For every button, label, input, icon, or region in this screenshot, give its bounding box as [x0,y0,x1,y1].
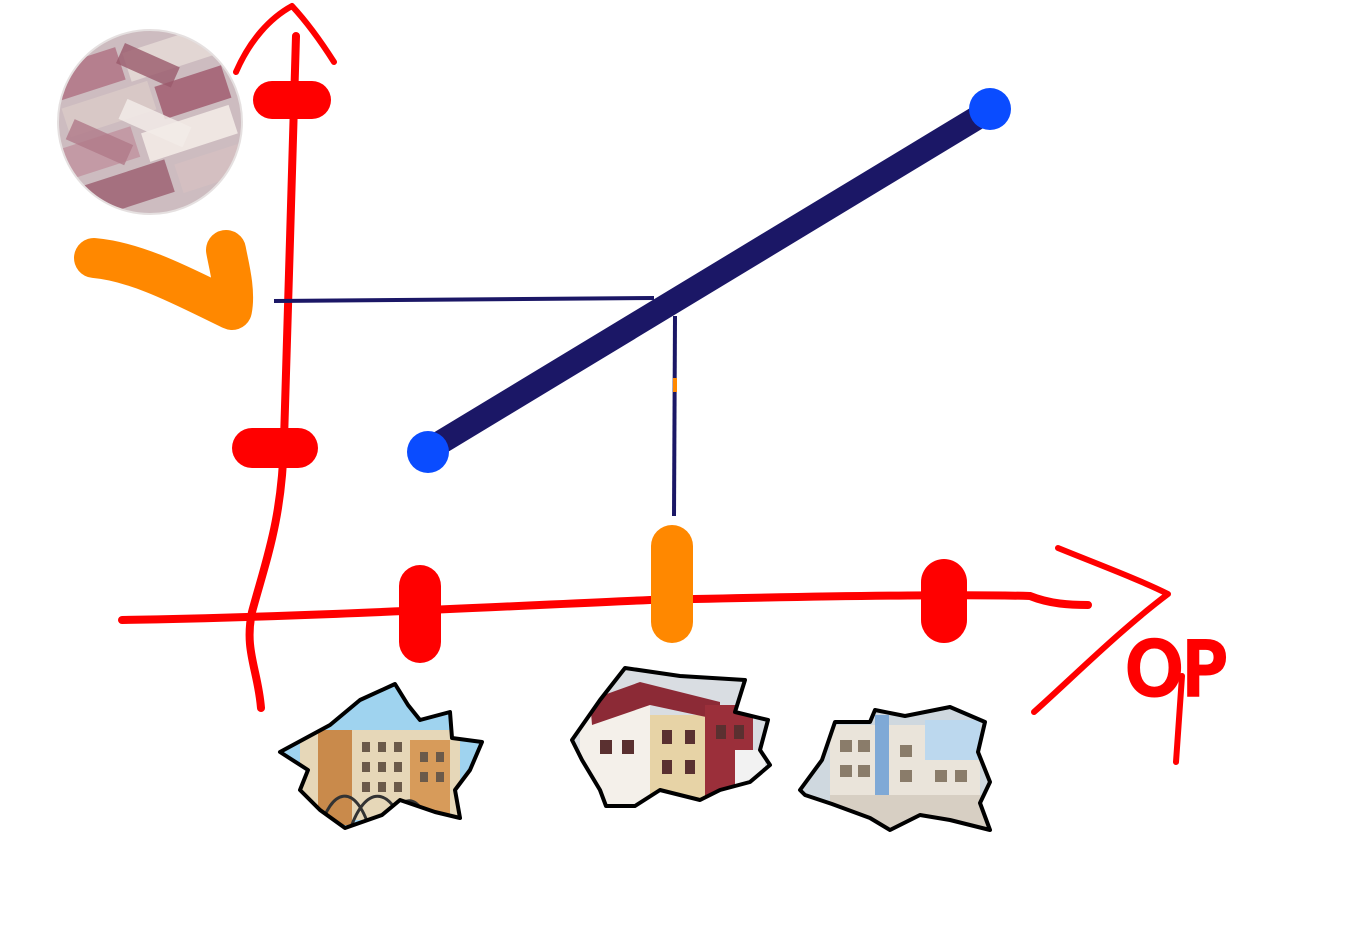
y-axis-arrowhead [233,3,337,75]
y-axis-line [245,32,300,712]
y-axis [74,3,337,712]
apartment-building-photo-icon [798,705,992,832]
apartment-building-photo-icon [278,682,484,830]
main-line-group [407,88,1011,473]
x-axis-label-tail [1173,673,1185,765]
line-endpoint-high [969,88,1011,130]
x-axis: OP [118,525,1229,765]
x-axis-label: OP [1126,627,1226,711]
x-axis-line [118,591,1092,624]
vertical-guide-line [672,315,677,517]
apartment-building-photo-icon [570,666,772,808]
line-endpoint-low [407,431,449,473]
y-value-marker [74,230,254,330]
main-line [416,98,1002,462]
banknotes-photo-icon [57,29,243,215]
x-axis-arrowhead [1031,545,1171,715]
guide-lines [273,296,677,517]
horizontal-guide-line [273,296,655,303]
